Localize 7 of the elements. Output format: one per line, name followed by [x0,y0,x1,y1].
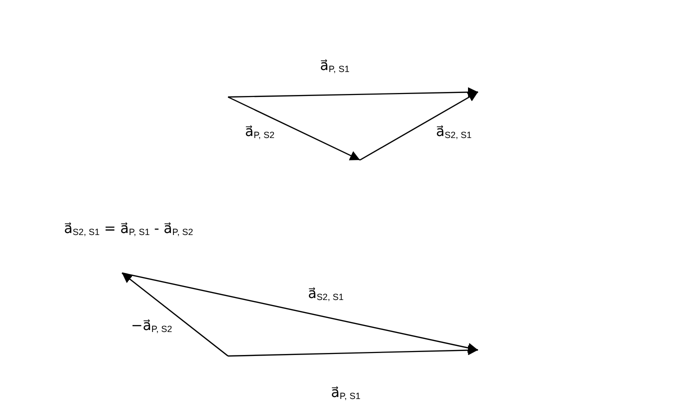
vector-label: a⃗$_{P, S1}$ [331,385,360,401]
vector-label: a⃗$_{P, S1}$ [320,58,350,74]
vector-label: a⃗$_{S2, S1}$ [308,286,344,302]
vector-label: a⃗$_{P, S2}$ [245,124,274,140]
vector-label: a⃗$_{S2, S1}$ [436,124,472,140]
equation: a⃗$_{S2, S1}$ = a⃗$_{P, S1}$ - a⃗$_{P, S2}$ [64,221,194,237]
vector-label: −a⃗$_{P, S2}$ [131,318,172,334]
